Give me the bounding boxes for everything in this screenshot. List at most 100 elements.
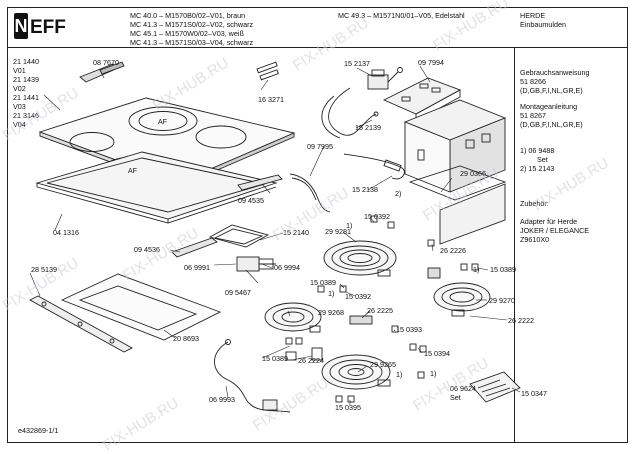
base-plate — [60, 273, 222, 341]
part-label: 28 5139 — [31, 265, 57, 274]
part-label: 1) — [473, 265, 480, 274]
model-line-right: MC 49.3 – M1571N0/01–V05, Edelstahl — [338, 11, 465, 20]
model-line-4: MC 41.3 – M1571S0/03–V04, schwarz — [130, 38, 254, 47]
part-label: 09 5467 — [225, 288, 251, 297]
part-label: 04 1316 — [53, 228, 79, 237]
neff-logo: N EFF — [13, 11, 73, 41]
electronics-housing — [403, 99, 507, 245]
model-line-2: MC 41.3 – M1571S0/02–V02, schwarz — [130, 20, 254, 29]
install-label: Montageanleitung — [520, 102, 578, 111]
part-label: 15 0392 — [364, 212, 390, 221]
terminal-kit — [469, 371, 521, 403]
document-id: e432869-1/1 — [18, 426, 59, 435]
part-label: 26 2222 — [508, 316, 534, 325]
manual-langs: (D,GB,F,I,NL,GR,E) — [520, 86, 583, 95]
header-divider — [7, 47, 628, 48]
part-label: 15 0389 — [490, 265, 516, 274]
rubber-feet — [256, 61, 279, 81]
part-label: 15 2137 — [344, 59, 370, 68]
part-label: 09 7994 — [418, 58, 444, 67]
wire-harness-152138 — [343, 153, 405, 180]
model-line-3: MC 45.1 – M1570W0/02–V03, weiß — [130, 29, 244, 38]
part-label: 26 2224 — [298, 356, 324, 365]
part-label: 15 0395 — [335, 403, 361, 412]
part-label: 06 9993 — [209, 395, 235, 404]
burner-label: AF — [128, 168, 137, 175]
part-label: 08 7670 — [93, 58, 119, 67]
touch-sensor — [171, 237, 218, 258]
adapter-line-1: Adapter für Herde — [520, 217, 578, 226]
drawing-frame — [7, 7, 628, 443]
part-label: 15 0392 — [345, 292, 371, 301]
version-code: 21 1441 — [13, 93, 39, 102]
part-label: 06 9991 — [184, 263, 210, 272]
ribbon-cable — [289, 173, 331, 213]
note-1: 1) 06 9488 — [520, 146, 555, 155]
sensor-strip — [237, 174, 283, 191]
part-label: 29 9281 — [325, 227, 351, 236]
part-label: 09 4535 — [238, 196, 264, 205]
note-1-set: Set — [537, 155, 548, 164]
part-label: 1) — [346, 221, 353, 230]
radiant-heater-299265 — [321, 354, 391, 390]
part-label: 09 7995 — [307, 142, 333, 151]
part-label: 2) — [395, 189, 402, 198]
wire-harness-152139 — [321, 87, 379, 139]
control-pcb — [236, 256, 276, 272]
version-code: V04 — [13, 120, 26, 129]
svg-text:N: N — [15, 16, 28, 36]
category-line-1: HERDE — [520, 11, 546, 20]
version-code: 21 3146 — [13, 111, 39, 120]
part-label: 1) — [328, 289, 335, 298]
radiant-heater-299268 — [264, 302, 322, 333]
install-langs: (D,GB,F,I,NL,GR,E) — [520, 120, 583, 129]
part-label: 06 9994 — [274, 263, 300, 272]
right-info-panel — [514, 48, 628, 443]
part-label: 09 4536 — [134, 245, 160, 254]
install-number: 51 8267 — [520, 111, 546, 120]
part-label: 29 0366 — [460, 169, 486, 178]
mounting-bracket — [29, 295, 133, 353]
part-label: Set — [450, 393, 461, 402]
note-2: 2) 15 2143 — [520, 164, 555, 173]
mains-cable — [214, 339, 291, 413]
small-hardware — [285, 215, 479, 403]
adapter-line-2: JOKER / ELEGANCE — [520, 226, 590, 235]
version-code: 21 1439 — [13, 75, 39, 84]
model-line-1: MC 40.0 – M1570B0/02–V01, braun — [130, 11, 246, 20]
part-label: 15 0394 — [424, 349, 450, 358]
part-label: 06 9624 — [450, 384, 476, 393]
part-label: 29 9268 — [318, 308, 344, 317]
part-label: 15 2140 — [283, 228, 309, 237]
svg-text:EFF: EFF — [30, 17, 66, 38]
part-label: 20 8693 — [173, 334, 199, 343]
part-label: 26 2226 — [440, 246, 466, 255]
version-code: V02 — [13, 84, 26, 93]
part-label: 15 0347 — [521, 389, 547, 398]
accessory-label: Zubehör: — [520, 199, 549, 208]
burner-label: AF — [158, 119, 167, 126]
version-code: V01 — [13, 66, 26, 75]
radiant-heater-299281 — [323, 240, 397, 277]
part-label: 26 2225 — [367, 306, 393, 315]
leader-lines — [29, 65, 521, 405]
part-label: 15 0389 — [310, 278, 336, 287]
version-code: 21 1440 — [13, 57, 39, 66]
gasket-152140 — [208, 224, 270, 248]
part-label: 1) — [430, 369, 437, 378]
adapter-line-3: Z9610X0 — [520, 235, 550, 244]
part-label: 15 0389 — [262, 354, 288, 363]
terminal-block — [367, 67, 403, 90]
manual-number: 51 8266 — [520, 77, 546, 86]
part-label: 29 9270 — [489, 296, 515, 305]
manual-label: Gebrauchsanweisung — [520, 68, 590, 77]
part-label: 15 2138 — [352, 185, 378, 194]
radiant-heater-299270 — [433, 282, 491, 317]
part-label: 29 9265 — [370, 360, 396, 369]
part-label: 15 2139 — [355, 123, 381, 132]
version-code: V03 — [13, 102, 26, 111]
part-label: 1) — [396, 370, 403, 379]
part-label: 16 3271 — [258, 95, 284, 104]
category-line-2: Einbaumulden — [520, 20, 566, 29]
